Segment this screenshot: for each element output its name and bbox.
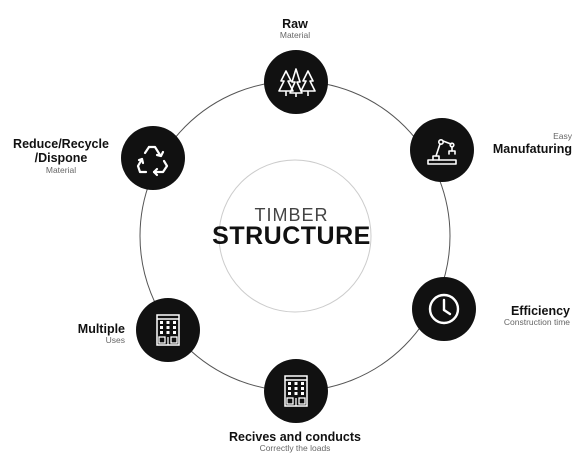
recycle-icon <box>136 145 169 177</box>
node-title: Raw <box>282 17 308 31</box>
node-recives-label: Recives and conducts Correctly the loads <box>200 430 390 454</box>
robotic-arm-icon <box>427 139 457 165</box>
node-title: Multiple <box>77 322 125 336</box>
node-multiple-label: Multiple Uses <box>40 322 125 346</box>
center-main-text: STRUCTURE <box>212 222 371 250</box>
node-sub: Construction time <box>503 317 570 328</box>
node-sub: Easy <box>553 131 572 141</box>
node-sub: Material <box>279 30 311 41</box>
center-top-text: TIMBER <box>254 205 329 225</box>
node-manufaturing <box>410 118 474 182</box>
node-title: Recives and conducts <box>229 430 361 444</box>
inner-ring <box>218 159 372 313</box>
node-recives <box>264 359 328 423</box>
node-title: Reduce/Recycle <box>13 137 109 151</box>
node-sub: Correctly the loads <box>259 443 331 454</box>
node-efficiency-label: Efficiency Construction time <box>470 304 570 328</box>
node-sub: Material <box>45 164 77 175</box>
node-sub: Uses <box>105 335 125 346</box>
node-title-line2: /Dispone <box>34 151 88 166</box>
building-icon <box>156 314 180 346</box>
node-recycle <box>121 126 185 190</box>
node-recycle-label: Reduce/Recycle /Dispone Material <box>6 137 116 176</box>
node-title: Efficiency <box>510 304 570 318</box>
building-icon <box>284 375 308 407</box>
node-title: Manufaturing <box>492 141 572 156</box>
node-raw-label: Raw Material <box>240 17 350 41</box>
trees-icon <box>278 68 316 97</box>
node-manufaturing-label: Easy Manufaturing <box>470 131 572 156</box>
node-efficiency <box>412 277 476 341</box>
node-multiple <box>136 298 200 362</box>
clock-icon <box>428 293 460 325</box>
node-raw <box>264 50 328 114</box>
